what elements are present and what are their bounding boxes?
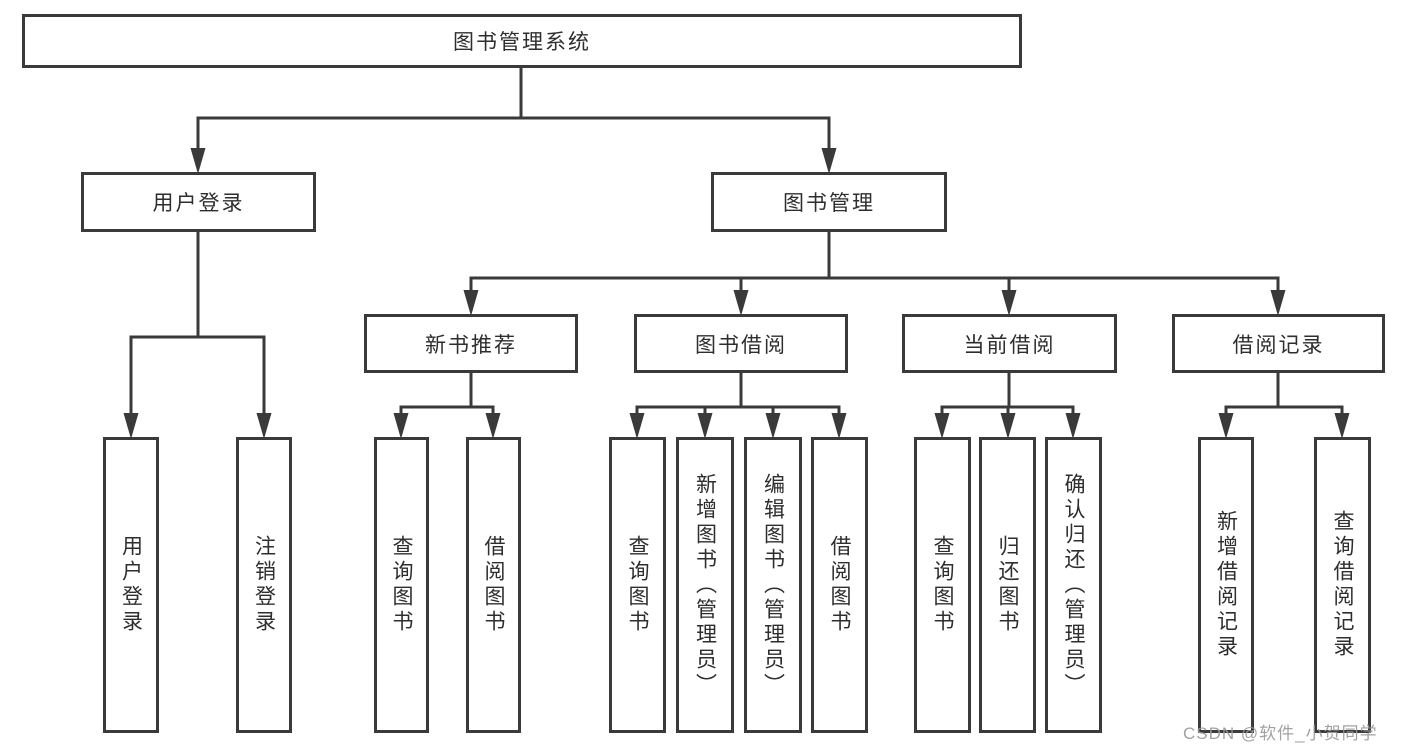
leaf-query-borrow-record: 查询借阅记录 <box>1314 437 1371 733</box>
leaf-borrow-books: 借阅图书 <box>811 437 868 733</box>
node-user-login: 用户登录 <box>81 172 316 232</box>
node-book-management: 图书管理 <box>711 172 947 232</box>
leaf-confirm-return-admin: 确认归还（管理员） <box>1045 437 1102 733</box>
csdn-watermark: CSDN @软件_小贺同学 <box>1183 724 1378 743</box>
leaf-user-login: 用户登录 <box>103 437 159 733</box>
leaf-edit-books-admin: 编辑图书（管理员） <box>744 437 802 733</box>
leaf-query-books-borrow: 查询图书 <box>609 437 666 733</box>
node-new-book-recommend: 新书推荐 <box>364 314 578 373</box>
leaf-query-books-current: 查询图书 <box>914 437 971 733</box>
leaf-logout: 注销登录 <box>236 437 292 733</box>
node-current-borrow: 当前借阅 <box>902 314 1117 373</box>
node-book-borrow: 图书借阅 <box>634 314 848 373</box>
leaf-add-books-admin: 新增图书（管理员） <box>676 437 734 733</box>
leaf-query-books-recommend: 查询图书 <box>374 437 429 733</box>
node-borrow-records: 借阅记录 <box>1172 314 1385 373</box>
node-system-root: 图书管理系统 <box>22 14 1022 68</box>
leaf-borrow-books-recommend: 借阅图书 <box>466 437 521 733</box>
leaf-add-borrow-record: 新增借阅记录 <box>1198 437 1254 733</box>
leaf-return-books: 归还图书 <box>979 437 1036 733</box>
